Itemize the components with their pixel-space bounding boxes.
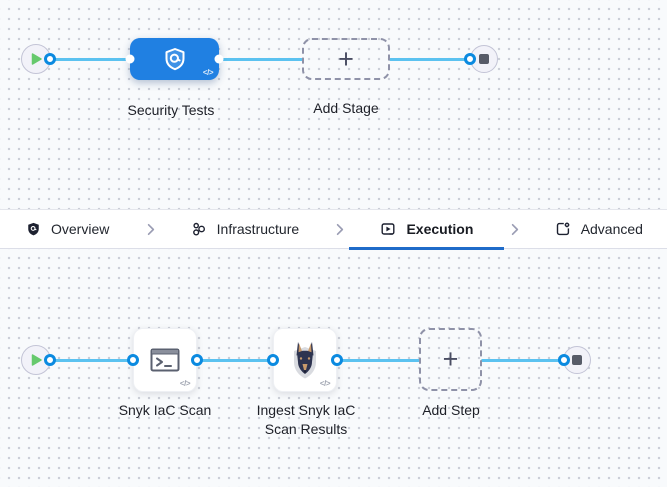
terminal-icon xyxy=(149,346,181,374)
connector-ring xyxy=(44,354,56,366)
add-step-label: Add Step xyxy=(422,402,480,418)
shield-gear-icon xyxy=(162,46,188,72)
tab-execution[interactable]: Execution xyxy=(349,210,505,250)
code-badge: </> xyxy=(179,379,191,388)
cluster-icon xyxy=(191,221,207,237)
tab-label: Execution xyxy=(406,221,474,237)
pipeline-end-node xyxy=(470,45,498,73)
add-step-button[interactable]: + xyxy=(419,328,482,391)
connector-ring xyxy=(558,354,570,366)
play-icon xyxy=(31,53,42,65)
snyk-dog-icon xyxy=(287,340,323,380)
edge-line xyxy=(219,58,303,61)
connector-ring xyxy=(127,354,139,366)
play-window-icon xyxy=(380,221,396,237)
connector-ring xyxy=(331,354,343,366)
connector-ring xyxy=(464,53,476,65)
add-stage-button[interactable]: + xyxy=(302,38,390,80)
window-gear-icon xyxy=(555,221,571,237)
chevron-right-icon xyxy=(507,222,522,237)
step-ingest-snyk-results[interactable]: </> xyxy=(273,328,337,392)
tab-label: Overview xyxy=(51,221,110,237)
stage-config-tabbar: Overview Infrastructure Execution xyxy=(0,209,667,250)
execution-graph-canvas: </> </> + Snyk IaC Scan Inges xyxy=(0,249,667,487)
stage-node-security-tests[interactable]: </> xyxy=(130,38,219,80)
plus-icon: + xyxy=(442,344,459,374)
connector-ring xyxy=(267,354,279,366)
edge-line xyxy=(337,359,420,362)
stop-icon xyxy=(572,355,582,365)
plus-icon: + xyxy=(338,43,354,74)
tab-advanced[interactable]: Advanced xyxy=(555,210,643,249)
tab-infrastructure[interactable]: Infrastructure xyxy=(191,210,299,249)
edge-line xyxy=(50,359,134,362)
connector-ring xyxy=(44,53,56,65)
connector-dot xyxy=(214,54,224,64)
edge-line xyxy=(197,359,274,362)
play-icon xyxy=(31,354,42,366)
code-badge: </> xyxy=(319,379,331,388)
edge-line xyxy=(50,58,131,61)
connector-dot xyxy=(125,54,135,64)
add-stage-label: Add Stage xyxy=(313,100,379,116)
stop-icon xyxy=(479,54,489,64)
connector-ring xyxy=(191,354,203,366)
shield-icon xyxy=(26,221,41,237)
chevron-right-icon xyxy=(143,222,158,237)
tab-label: Infrastructure xyxy=(216,221,300,237)
step-snyk-iac-scan[interactable]: </> xyxy=(133,328,197,392)
tab-label: Advanced xyxy=(580,221,643,237)
tab-overview[interactable]: Overview xyxy=(26,210,109,249)
code-badge: </> xyxy=(202,68,214,77)
edge-line xyxy=(389,58,471,61)
stage-label: Security Tests xyxy=(127,102,215,118)
edge-line xyxy=(481,359,565,362)
step-label: Snyk IaC Scan xyxy=(118,402,212,418)
step-label: Ingest Snyk IaC Scan Results xyxy=(256,402,356,437)
chevron-right-icon xyxy=(332,222,347,237)
stage-graph-canvas: </> + Security Tests Add Stage xyxy=(0,0,667,209)
